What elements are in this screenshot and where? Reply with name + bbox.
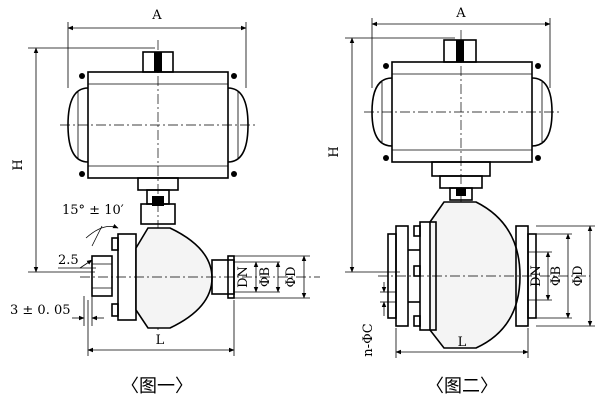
fig2-label-l: L [458,335,467,350]
fig2-label-b: ΦB [549,266,564,286]
fig2-dim-l: L [395,328,529,358]
fig1-dim-h: H [11,47,155,273]
fig1-tolerance-callout: 3 ± 0. 05 [10,296,104,326]
fig1-chamfer-callout: 2.5 [58,253,96,269]
fig1-label-h: H [11,159,26,170]
figure-2: A H [327,6,595,397]
fig1-dim-a: A [67,8,247,88]
fig1-dim-l: L [87,300,235,356]
fig2-holes-callout: n-ΦC [361,282,396,357]
fig1-label-a: A [151,8,162,23]
fig1-caption: 〈图一〉 [121,376,193,397]
fig2-dim-a: A [371,6,551,88]
fig1-label-tolerance: 3 ± 0. 05 [10,303,71,318]
fig2-caption: 〈图二〉 [426,376,498,397]
fig2-dim-h: H [327,37,455,273]
fig1-label-dn: DN [236,266,251,288]
fig2-label-a: A [455,6,466,21]
fig2-valve-body [429,201,521,349]
fig2-knob-indicator [456,40,464,62]
fig1-label-chamfer: 2.5 [58,253,79,268]
fig1-label-d: ΦD [284,266,299,287]
fig1-label-b: ΦB [258,267,273,287]
fig2-label-h: H [327,146,342,157]
fig1-dim-diameters: DN ΦB ΦD [234,255,310,299]
fig2-dim-diameters: DN ΦB ΦD [528,225,595,327]
fig2-label-holes: n-ΦC [361,323,376,356]
fig1-label-l: L [156,333,165,348]
fig1-left-stub [91,255,113,297]
fig1-label-angle: 15° ± 10′ [62,203,124,218]
fig2-label-d: ΦD [571,265,586,286]
fig1-valve-body [135,227,213,329]
fig1-angle-callout: 15° ± 10′ [62,203,124,247]
figure-1: A H [10,8,320,397]
fig2-label-dn: DN [529,265,544,287]
